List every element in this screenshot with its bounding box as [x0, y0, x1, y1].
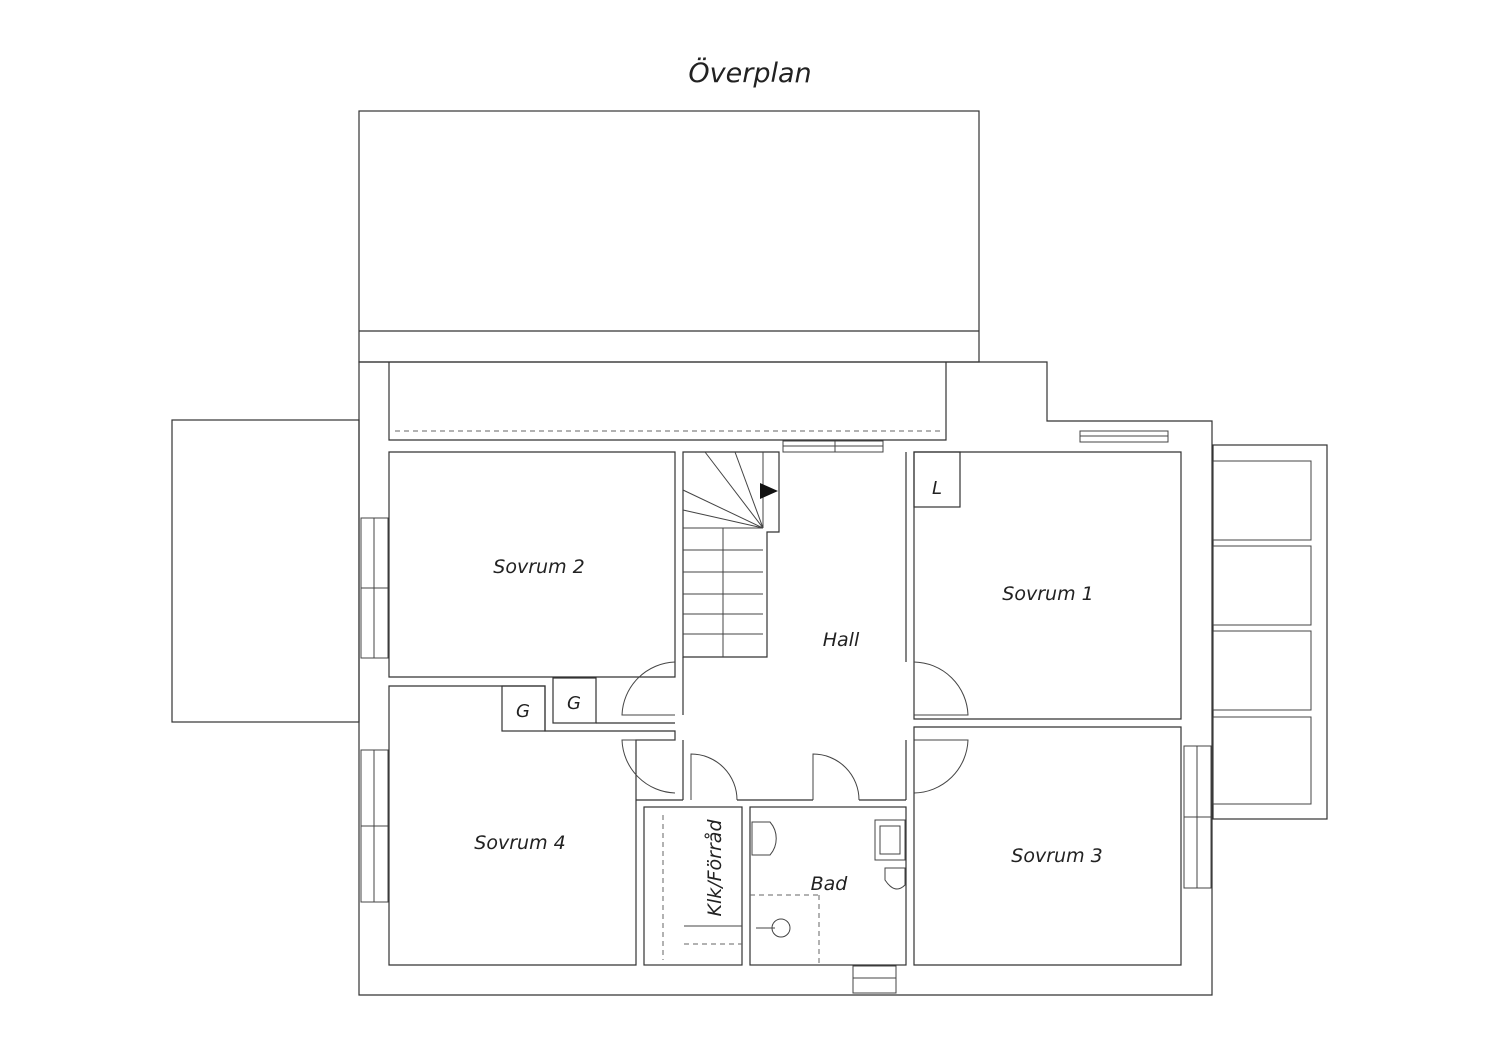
label-closet-b: G — [567, 693, 581, 714]
panel-stack-right — [1212, 444, 1328, 820]
closet-b — [552, 677, 597, 724]
room-sovrum-3 — [913, 726, 1182, 966]
closet-a — [501, 685, 546, 732]
label-sovrum-4: Sovrum 4 — [474, 832, 565, 854]
roof-overhang — [358, 110, 980, 363]
label-sovrum-2: Sovrum 2 — [493, 556, 584, 578]
label-hall: Hall — [823, 629, 860, 651]
room-sovrum-4 — [388, 685, 676, 966]
label-closet-a: G — [516, 701, 530, 722]
hall-walls — [682, 452, 907, 800]
door-swings — [621, 661, 969, 801]
stair-direction-arrow-icon — [760, 483, 778, 499]
room-klk-forrad — [636, 799, 906, 966]
label-sovrum-3: Sovrum 3 — [1011, 845, 1102, 867]
sink-icon — [874, 819, 906, 861]
toilet-icon — [751, 821, 777, 856]
bidet-icon — [884, 867, 906, 890]
outer-wall — [358, 361, 1213, 996]
room-sovrum-1 — [913, 451, 1182, 720]
room-bad — [749, 806, 907, 966]
plan-title: Överplan — [688, 58, 812, 89]
balcony-left — [171, 419, 360, 723]
room-sovrum-2 — [388, 451, 676, 678]
label-linen-closet: L — [932, 478, 942, 499]
linen-closet — [913, 451, 961, 508]
label-bad: Bad — [811, 873, 849, 895]
windows — [360, 430, 1212, 994]
label-sovrum-1: Sovrum 1 — [1002, 583, 1093, 605]
attic-storage — [388, 362, 947, 441]
label-klk-forrad: Klk/Förråd — [703, 819, 726, 917]
staircase — [682, 451, 780, 658]
